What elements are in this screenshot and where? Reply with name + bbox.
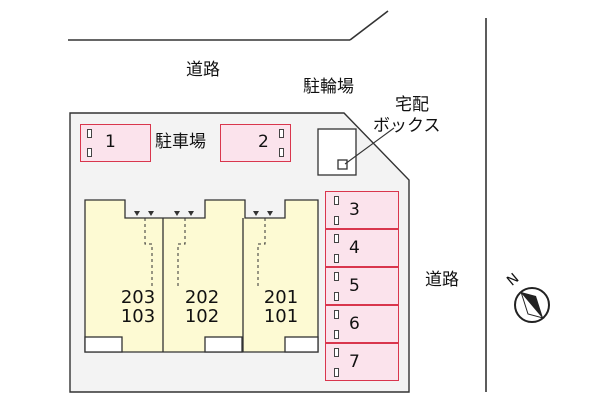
parking-space-3: 3 [325,191,399,229]
building [84,199,319,353]
parking-space-1: 1 [80,124,151,162]
stairs-dashed [144,218,153,287]
unit-lower-number: 103 [120,306,156,327]
unit-lower-number: 101 [263,306,299,327]
wheel-icon [334,330,339,339]
delivery-box-label: 宅配 [395,95,429,115]
entrance-markers [134,211,273,216]
wheel-icon [87,148,92,157]
wheel-icon [334,272,339,281]
delivery-box-leader [344,127,395,165]
road-label-right: 道路 [425,270,459,290]
parking-space-4: 4 [325,229,399,267]
unit-upper-number: 201 [263,287,299,308]
parking-space-number: 2 [258,132,269,152]
balcony [284,336,319,353]
unit-lower-number: 102 [184,306,220,327]
compass-icon [514,287,550,323]
wheel-icon [334,234,339,243]
unit-label-203-103: 203 103 [108,288,168,326]
bicycle-parking-area [317,128,357,176]
unit-label-202-102: 202 102 [172,288,232,326]
wheel-icon [334,310,339,319]
parking-space-number: 7 [349,352,360,372]
wheel-icon [334,292,339,301]
bicycle-parking-label: 駐輪場 [303,77,354,97]
wheel-icon [334,196,339,205]
wheel-icon [334,254,339,263]
stairs-dashed [177,218,186,287]
parking-space-number: 6 [349,314,360,334]
parking-space-5: 5 [325,267,399,305]
unit-upper-number: 203 [120,287,156,308]
parking-space-number: 3 [349,200,360,220]
wheel-icon [334,348,339,357]
parking-space-number: 4 [349,238,360,258]
wheel-icon [87,129,92,138]
road-label-top: 道路 [186,60,220,80]
parking-space-6: 6 [325,305,399,343]
unit-upper-number: 202 [184,287,220,308]
wheel-icon [334,216,339,225]
delivery-box-label-line2: ボックス [373,116,441,136]
parking-space-number: 1 [105,132,116,152]
unit-label-201-101: 201 101 [251,288,311,326]
wheel-icon [279,148,284,157]
stairs-dashed [257,218,266,287]
delivery-box [337,159,348,170]
wheel-icon [279,129,284,138]
balcony [204,336,243,353]
parking-space-2: 2 [220,124,291,162]
parking-space-number: 5 [349,276,360,296]
parking-space-7: 7 [325,343,399,381]
car-parking-label: 駐車場 [155,132,206,152]
road-edge-top-diagonal [349,10,389,41]
balcony [84,336,123,353]
wheel-icon [334,368,339,377]
